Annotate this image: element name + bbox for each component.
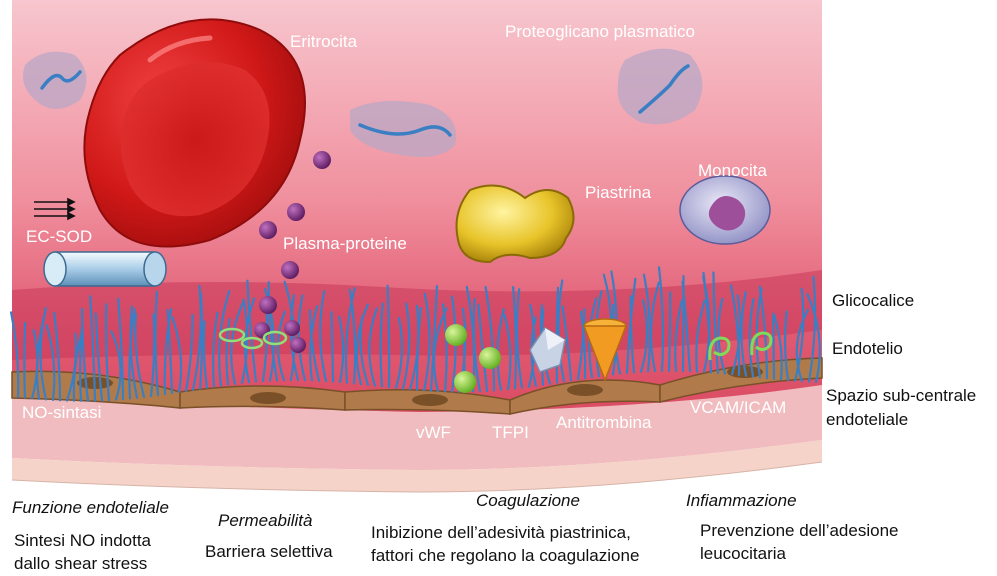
ec-sod-arrows: [34, 199, 74, 219]
glycocalyx-fiber: [669, 292, 670, 370]
subendothelial-label-line2: endoteliale: [826, 411, 908, 428]
vwf-label: vWF: [416, 424, 451, 441]
ec-sod-cylinder: [44, 252, 166, 286]
platelet-label: Piastrina: [585, 184, 651, 201]
plasma-proteins-label: Plasma-proteine: [283, 235, 407, 252]
glycocalyx-fiber: [24, 323, 25, 398]
plasma-proteoglycan-label: Proteoglicano plasmatico: [505, 23, 695, 40]
monocyte-label: Monocita: [698, 162, 767, 179]
function-title-coagulation: Coagulazione: [476, 490, 580, 511]
tfpi-label: TFPI: [492, 424, 529, 441]
function-title-permeability: Permeabilità: [218, 510, 313, 531]
endothelium-label: Endotelio: [832, 340, 903, 357]
function-title-endothelial: Funzione endoteliale: [12, 497, 169, 518]
antithrombin-label: Antitrombina: [556, 414, 651, 431]
ec-sod-label: EC-SOD: [26, 228, 92, 245]
subendothelial-label-line1: Spazio sub-centrale: [826, 387, 976, 404]
function-title-inflammation: Infiammazione: [686, 490, 797, 511]
function-line-inflammation-1: Prevenzione dell’adesione: [700, 520, 898, 541]
glycocalyx-label: Glicocalice: [832, 292, 914, 309]
function-line-endothelial-2: dallo shear stress: [14, 553, 147, 574]
function-line-coagulation-2: fattori che regolano la coagulazione: [371, 545, 639, 566]
vcam-icam-label: VCAM/ICAM: [690, 399, 786, 416]
erythrocyte-label: Eritrocita: [290, 33, 357, 50]
function-line-permeability-1: Barriera selettiva: [205, 541, 333, 562]
monocyte: [680, 176, 770, 244]
function-line-endothelial-1: Sintesi NO indotta: [14, 530, 151, 551]
platelet: [457, 186, 574, 263]
function-line-coagulation-1: Inibizione dell’adesività piastrinica,: [371, 522, 631, 543]
function-line-inflammation-2: leucocitaria: [700, 543, 786, 564]
glycocalyx-fiber: [773, 314, 774, 379]
no-synthase-label: NO-sintasi: [22, 404, 101, 421]
